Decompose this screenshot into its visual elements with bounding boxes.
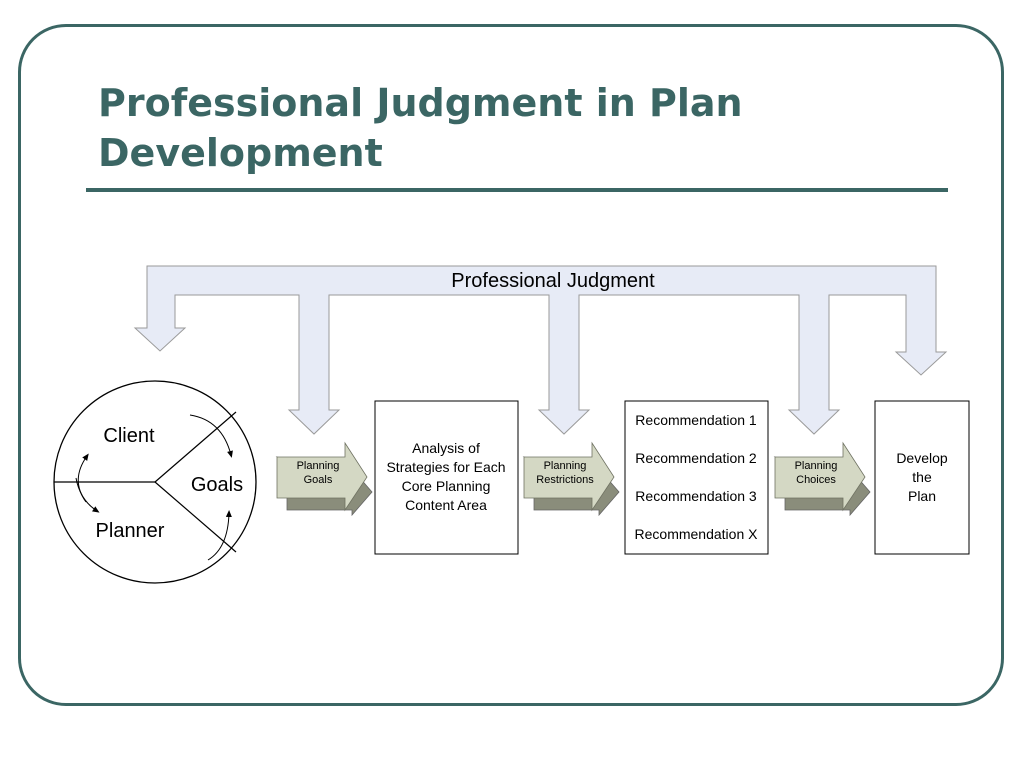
analysis-line-3: Core Planning: [402, 478, 491, 494]
planning-goals-arrow: Planning Goals: [275, 441, 373, 517]
planning-choices-label-2: Choices: [796, 474, 836, 486]
recommendation-3: Recommendation 3: [635, 488, 757, 504]
circle-label-goals: Goals: [191, 474, 243, 496]
title-underline: [86, 188, 948, 192]
planning-restrictions-arrow: Planning Restrictions: [522, 441, 620, 517]
planning-choices-label-1: Planning: [795, 460, 838, 472]
cycle-arrow-icon: [189, 414, 233, 458]
recommendation-x: Recommendation X: [635, 526, 759, 542]
develop-line-3: Plan: [908, 488, 936, 504]
title-line-2: Development: [98, 131, 383, 175]
recommendations-box: [624, 400, 769, 555]
cycle-arrow-icon: [207, 510, 232, 561]
planning-restrictions-label-2: Restrictions: [536, 474, 594, 486]
title-line-1: Professional Judgment in Plan: [98, 81, 743, 125]
recommendation-1: Recommendation 1: [635, 412, 757, 428]
planning-goals-label-2: Goals: [304, 474, 333, 486]
analysis-line-2: Strategies for Each: [386, 459, 505, 475]
client-goals-planner-circle: Client Goals Planner: [53, 380, 257, 584]
recommendation-2: Recommendation 2: [635, 450, 757, 466]
banner-label: Professional Judgment: [451, 270, 655, 292]
slide-title: Professional Judgment in Plan Developmen…: [98, 78, 958, 178]
analysis-box: [374, 400, 519, 555]
planning-restrictions-label-1: Planning: [544, 460, 587, 472]
planning-goals-label-1: Planning: [297, 460, 340, 472]
circle-label-client: Client: [103, 425, 155, 447]
develop-line-1: Develop: [896, 450, 948, 466]
professional-judgment-banner: [133, 265, 948, 435]
develop-plan-box: [874, 400, 970, 555]
planning-choices-arrow: Planning Choices: [773, 441, 871, 517]
slide-frame: [18, 24, 1004, 706]
circle-label-planner: Planner: [96, 520, 165, 542]
develop-line-2: the: [912, 469, 932, 485]
analysis-line-1: Analysis of: [412, 440, 480, 456]
cycle-arrow-icon: [75, 477, 100, 513]
analysis-line-4: Content Area: [405, 497, 487, 513]
